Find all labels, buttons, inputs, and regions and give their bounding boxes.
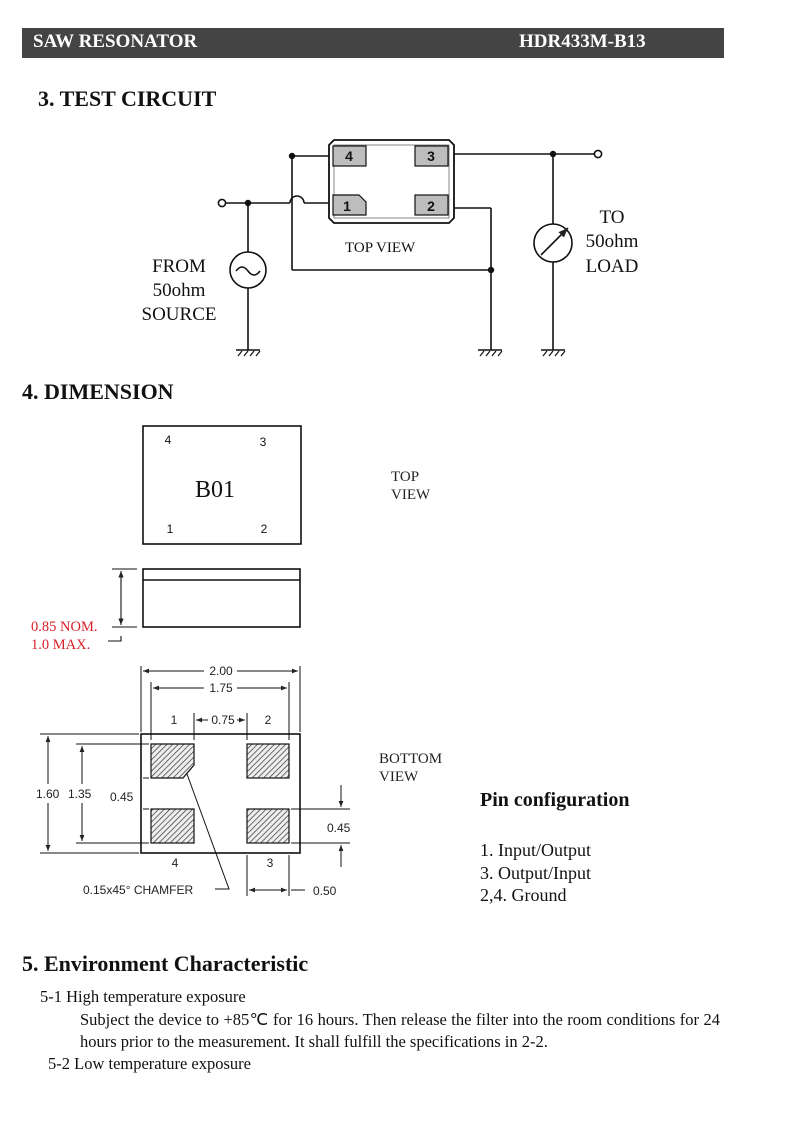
height-nominal: 0.85 NOM. (31, 619, 97, 635)
test-circuit-diagram: 4 3 1 2 TOP VIEW FROM 50ohm SOURCE TO 50… (142, 139, 639, 357)
header-part-number: HDR433M-B13 (519, 31, 646, 52)
height-max: 1.0 MAX. (31, 637, 90, 653)
circuit-pin-1: 1 (343, 198, 351, 214)
dim-0-75: 0.75 (211, 713, 235, 727)
dim-1-60: 1.60 (36, 787, 60, 801)
bottom-pin-2: 2 (265, 713, 272, 727)
section-dimension: 4. DIMENSION (22, 379, 174, 404)
env-item-2-title: 5-2 Low temperature exposure (48, 1054, 251, 1073)
pin-config-item-2: 3. Output/Input (480, 863, 591, 883)
env-item-1-title: 5-1 High temperature exposure (40, 987, 246, 1006)
dim-0-45-left: 0.45 (110, 790, 134, 804)
from-line-1: FROM (152, 256, 206, 277)
dim-0-45-right: 0.45 (327, 821, 351, 835)
top-pin-4: 4 (165, 433, 172, 447)
circuit-pin-2: 2 (427, 198, 435, 214)
dimension-drawing: 4 3 1 2 B01 TOP VIEW 0.85 NOM. 1.0 MAX. (31, 425, 442, 898)
dim-2-00: 2.00 (209, 664, 233, 678)
env-item-1-body: Subject the device to +85℃ for 16 hours.… (80, 1010, 720, 1051)
section-test-circuit: 3. TEST CIRCUIT (38, 86, 217, 111)
bottom-pin-4: 4 (172, 856, 179, 870)
pin-config-item-3: 2,4. Ground (480, 885, 567, 905)
dim-1-75: 1.75 (209, 681, 233, 695)
pin-config-item-1: 1. Input/Output (480, 840, 591, 860)
bottom-pin-1: 1 (171, 713, 178, 727)
top-view-line-2: VIEW (391, 487, 431, 503)
dim-0-50: 0.50 (313, 884, 337, 898)
top-pin-3: 3 (260, 435, 267, 449)
top-pin-2: 2 (261, 522, 268, 536)
bottom-view-line-1: BOTTOM (379, 751, 442, 767)
top-pin-1: 1 (167, 522, 174, 536)
circuit-top-view-label: TOP VIEW (345, 240, 416, 256)
circuit-pin-4: 4 (345, 148, 353, 164)
to-line-2: 50ohm (586, 231, 639, 252)
from-line-2: 50ohm (153, 280, 206, 301)
dim-1-35: 1.35 (68, 787, 92, 801)
top-view-line-1: TOP (391, 469, 419, 485)
to-line-3: LOAD (586, 256, 639, 277)
chamfer-note: 0.15x45° CHAMFER (83, 883, 194, 897)
bottom-view-line-2: VIEW (379, 769, 419, 785)
section-environment: 5. Environment Characteristic (22, 951, 309, 976)
bottom-pin-3: 3 (267, 856, 274, 870)
circuit-pin-3: 3 (427, 148, 435, 164)
header-bar: SAW RESONATOR HDR433M-B13 (22, 28, 724, 58)
to-line-1: TO (600, 207, 625, 228)
from-line-3: SOURCE (142, 304, 217, 325)
pin-config-title: Pin configuration (480, 789, 630, 811)
package-marking: B01 (195, 477, 235, 503)
header-title: SAW RESONATOR (33, 31, 198, 52)
